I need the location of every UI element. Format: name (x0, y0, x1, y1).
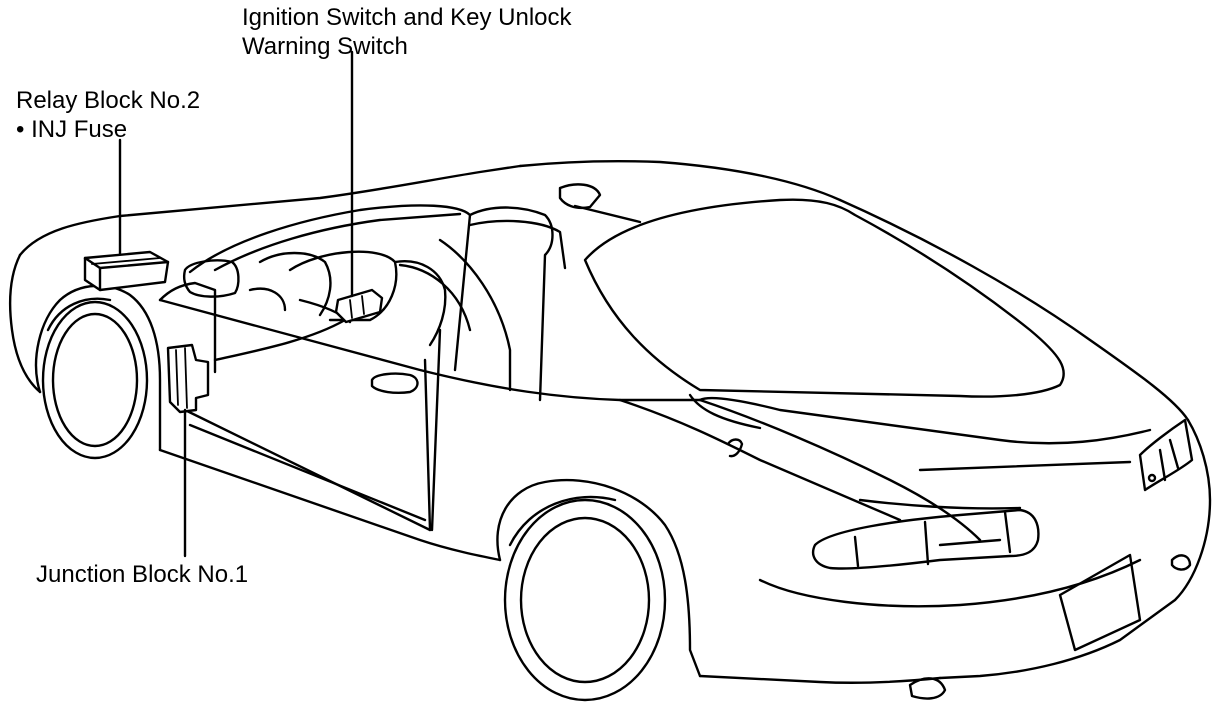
ignition-switch-label: Ignition Switch and Key Unlock Warning S… (242, 3, 572, 61)
ignition-switch (334, 288, 384, 324)
rear-wheel (503, 495, 667, 702)
greenhouse (188, 183, 1065, 402)
leader-lines (118, 50, 354, 558)
tail-lights (811, 418, 1194, 570)
junction-label-text: Junction Block No.1 (36, 561, 249, 588)
relay-label-line1: Relay Block No.2 (16, 87, 201, 114)
front-wheel (41, 297, 149, 460)
junction-block-label: Junction Block No.1 (36, 560, 248, 589)
junction-block-no1 (166, 343, 210, 414)
rear-bumper (726, 438, 1192, 700)
relay-block-label: Relay Block No.2 • INJ Fuse (16, 86, 200, 144)
door (158, 259, 442, 532)
ignition-label-line2: Warning Switch (242, 33, 408, 60)
relay-block-no2 (83, 250, 170, 292)
relay-label-line2: • INJ Fuse (16, 116, 128, 143)
ignition-label-line1: Ignition Switch and Key Unlock (242, 4, 572, 31)
